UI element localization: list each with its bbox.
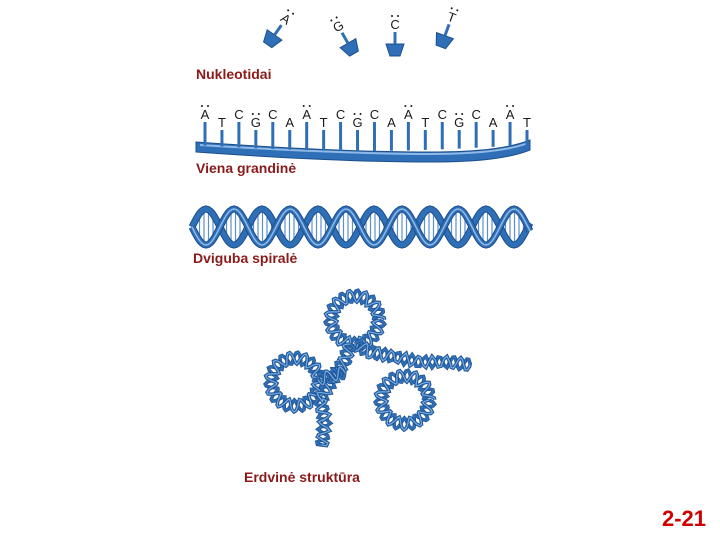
strand-base-stick (492, 130, 495, 147)
strand-base-stick (237, 122, 240, 147)
strand-base-letter: A (285, 115, 294, 130)
strand-base-stick (509, 122, 512, 146)
strand-base-stick (288, 130, 291, 150)
nucleotide-letter: T (445, 9, 458, 26)
nucleotide-letter: G (330, 17, 346, 35)
strand-base-letter: G (352, 115, 362, 130)
strand-base-letter: C (268, 107, 277, 122)
strand-base-stick (424, 130, 427, 150)
strand-base-stick (204, 122, 207, 146)
strand-base-letter: A (387, 115, 396, 130)
strand-base-stick (322, 130, 325, 151)
strand-base-letter: A (404, 107, 413, 122)
nucleotide-letter: C (390, 17, 399, 32)
strand-base-letter: C (370, 107, 379, 122)
strand-base-stick (458, 130, 461, 149)
strand-base-letter: A (201, 107, 210, 122)
strand-base-stick (407, 122, 410, 150)
nucleotide-t: T (432, 5, 463, 50)
strand-base-letter: T (320, 115, 328, 130)
strand-base-stick (254, 130, 257, 148)
strand-base-stick (220, 130, 223, 146)
strand-base-letter: C (471, 107, 480, 122)
strand-base-letter: T (218, 115, 226, 130)
strand-base-stick (271, 122, 274, 149)
strand-base-letter: A (489, 115, 498, 130)
strand-base-letter: G (454, 115, 464, 130)
strand-base-letter: C (438, 107, 447, 122)
strand-base-letter: T (523, 115, 531, 130)
double-helix-illustration (192, 209, 530, 245)
nucleotide-a: A (260, 6, 298, 50)
strand-base-stick (441, 122, 444, 149)
strand-base-stick (390, 130, 393, 151)
strand-base-stick (526, 130, 529, 145)
strand-base-letter: C (234, 107, 243, 122)
strand-base-letter: A (506, 107, 515, 122)
strand-base-stick (373, 122, 376, 151)
strand-base-stick (356, 130, 359, 151)
double-helix-label: Dviguba spiralė (193, 250, 297, 266)
tertiary-structure-illustration (265, 290, 470, 445)
strand-base-stick (305, 122, 308, 150)
strand-base-letter: C (336, 107, 345, 122)
strand-base-letter: A (302, 107, 311, 122)
tertiary-structure-label: Erdvinė struktūra (244, 469, 360, 485)
strand-base-letter: T (421, 115, 429, 130)
strand-base-stick (339, 122, 342, 151)
nucleotides-label: Nukleotidai (196, 66, 271, 82)
slide-number: 2-21 (662, 506, 706, 532)
strand-base-stick (475, 122, 478, 148)
strand-base-letter: G (251, 115, 261, 130)
nucleotide-c: C (386, 15, 404, 56)
nucleotide-g: G (326, 14, 362, 59)
single-strand-label: Viena grandinė (196, 160, 296, 176)
